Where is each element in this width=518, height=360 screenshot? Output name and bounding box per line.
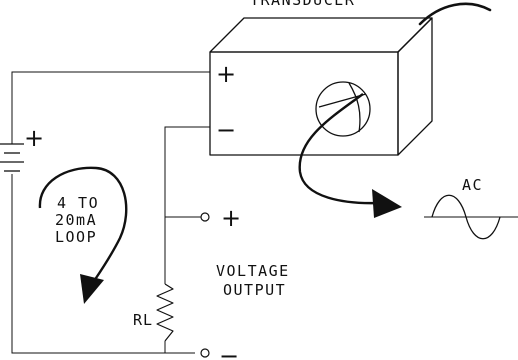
loop-wiring xyxy=(11,71,210,354)
voltage-text-line1: VOLTAGE xyxy=(216,262,290,280)
battery-symbol xyxy=(0,143,24,172)
output-plus-terminal xyxy=(200,212,210,222)
loop-text-line2: 20mA xyxy=(55,211,97,229)
signal-cable xyxy=(298,93,379,205)
transducer-plus-sign: + xyxy=(216,60,236,88)
battery-plus-sign: + xyxy=(24,124,44,152)
loop-current-path xyxy=(38,166,128,285)
transducer-box xyxy=(209,17,433,156)
resistor-label: RL xyxy=(133,311,153,329)
transducer-minus-sign: − xyxy=(216,116,236,144)
output-minus-terminal xyxy=(200,348,210,358)
top-cable xyxy=(418,2,492,26)
voltage-text-line2: OUTPUT xyxy=(223,281,286,299)
signal-arrow xyxy=(372,189,402,218)
ac-label: AC xyxy=(462,176,483,194)
loop-text-line3: LOOP xyxy=(55,228,97,246)
transducer-label: TRANSDUCER xyxy=(250,0,355,9)
loop-text-line1: 4 TO xyxy=(57,194,99,212)
output-plus-sign: + xyxy=(221,204,241,232)
ac-sine-wave xyxy=(431,194,501,240)
resistor-symbol xyxy=(156,283,174,342)
output-minus-sign: − xyxy=(219,342,239,360)
loop-current-arrow xyxy=(80,274,104,304)
